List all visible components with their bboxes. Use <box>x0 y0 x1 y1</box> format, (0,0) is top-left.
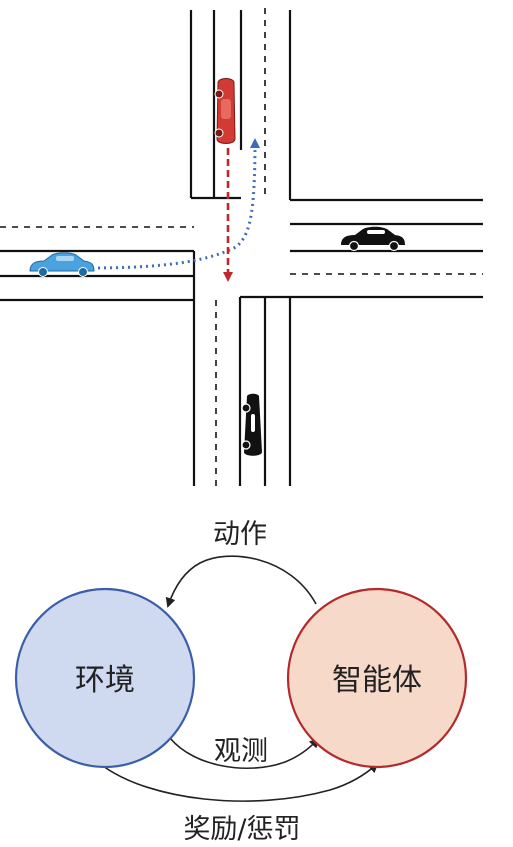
black-car-east-icon <box>341 226 405 252</box>
blue-car-icon <box>29 252 95 277</box>
observation-label: 观测 <box>214 736 268 767</box>
agent-node <box>286 587 468 769</box>
action-arrow <box>165 555 317 608</box>
reward-arrow <box>102 762 379 802</box>
black-car-south-icon <box>241 393 262 456</box>
reward-label: 奖励/惩罚 <box>183 814 300 845</box>
observation-arrow <box>169 737 320 770</box>
environment-label: 环境 <box>75 663 135 698</box>
agent-label: 智能体 <box>332 663 422 698</box>
environment-node <box>14 587 196 769</box>
red-car-icon <box>214 78 236 144</box>
blue-car-trajectory <box>91 138 260 270</box>
action-label: 动作 <box>213 519 267 550</box>
intersection <box>0 10 483 486</box>
center-dashes <box>0 8 483 492</box>
